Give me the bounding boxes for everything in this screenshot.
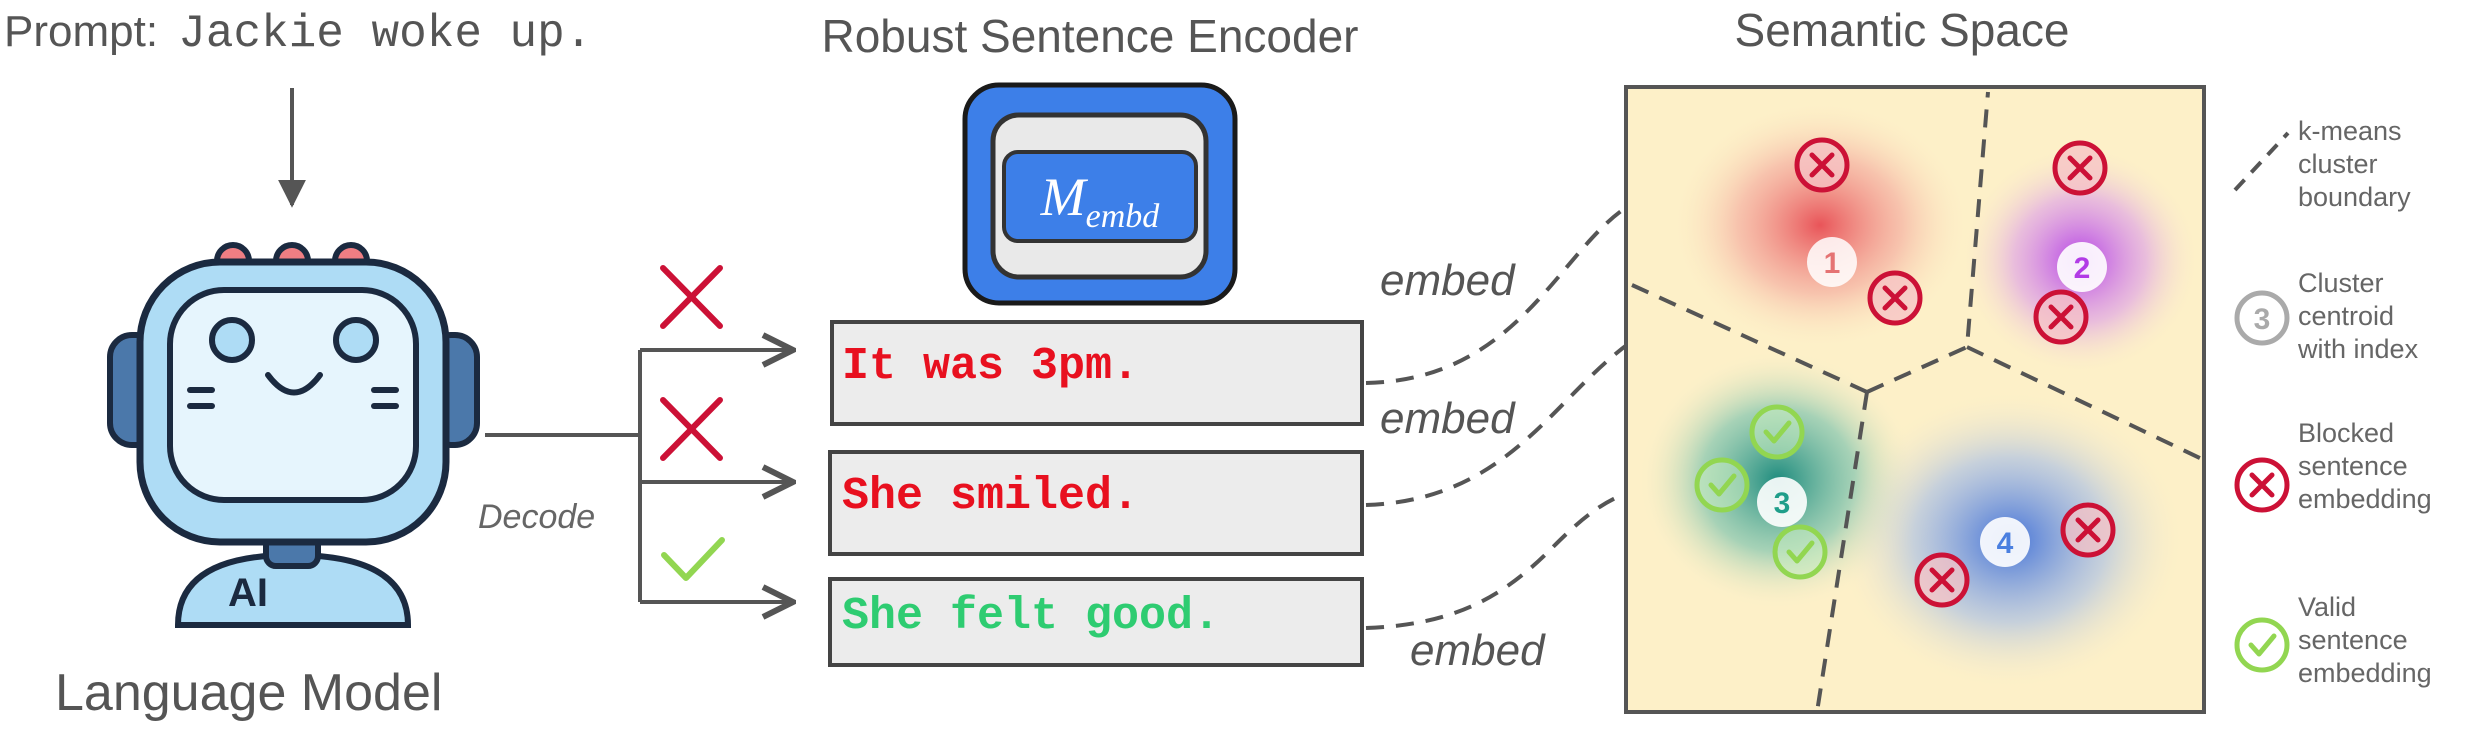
embed-label: embed <box>1380 256 1516 305</box>
legend-text: sentence <box>2298 451 2408 481</box>
blocked-embedding-icon <box>2033 289 2089 345</box>
legend-text: k-means <box>2298 116 2402 146</box>
svg-text:3: 3 <box>2254 303 2271 336</box>
svg-text:k-means cluster bo: k-means cluster boundary <box>2298 116 2411 212</box>
encoder-title: Robust Sentence Encoder <box>821 10 1358 62</box>
cluster-boundaries <box>1631 91 2205 713</box>
sentence-box: She felt good. <box>828 577 1364 667</box>
blocked-embedding-icon <box>1914 552 1970 608</box>
robot-badge: AI <box>228 571 268 615</box>
legend: k-means cluster boundary 3 Cluster centr… <box>2233 116 2432 688</box>
cluster-centroid: 2 <box>2057 242 2107 292</box>
language-model-title: Language Model <box>55 664 442 722</box>
legend-text: sentence <box>2298 625 2408 655</box>
svg-text:2: 2 <box>2074 252 2091 285</box>
legend-text: Valid <box>2298 592 2356 622</box>
encoder-symbol: M <box>1040 167 1089 227</box>
sentence-text: She felt good. <box>842 591 1220 642</box>
svg-text:4: 4 <box>1997 527 2014 560</box>
blocked-embedding-icon <box>1794 137 1850 193</box>
legend-text: boundary <box>2298 182 2411 212</box>
legend-text: embedding <box>2298 484 2432 514</box>
svg-text:1: 1 <box>1824 247 1841 280</box>
prompt-text: Jackie woke up. <box>178 8 592 60</box>
embed-label: embed <box>1380 394 1516 443</box>
legend-text: Cluster <box>2298 268 2384 298</box>
sentence-text: It was 3pm. <box>842 341 1139 392</box>
cluster-centroid: 1 <box>1807 237 1857 287</box>
embed-label: embed <box>1410 626 1546 675</box>
encoder-subscript: embd <box>1086 198 1161 235</box>
sentence-box: It was 3pm. <box>830 320 1364 426</box>
legend-text: centroid <box>2298 301 2394 331</box>
cluster-centroid: 3 <box>1757 477 1807 527</box>
robot-icon: AI <box>107 242 480 628</box>
legend-text: embedding <box>2298 658 2432 688</box>
blocked-mark-icon <box>660 265 723 329</box>
blocked-embedding-icon <box>2060 502 2116 558</box>
dashed-line-icon <box>2233 131 2290 192</box>
valid-embedding-icon <box>1694 457 1750 513</box>
decode-branches <box>485 350 790 602</box>
blocked-mark-icon <box>660 397 723 461</box>
valid-embedding-icon <box>1749 404 1805 460</box>
sentence-box: She smiled. <box>828 450 1364 556</box>
semantic-space-title: Semantic Space <box>1735 4 2070 56</box>
prompt-label: Prompt: <box>4 7 158 56</box>
legend-text: Blocked <box>2298 418 2394 448</box>
valid-embedding-icon <box>2234 617 2290 673</box>
svg-text:3: 3 <box>1774 487 1791 520</box>
sentence-text: She smiled. <box>842 471 1139 522</box>
blocked-embedding-icon <box>1867 270 1923 326</box>
encoder-icon: Membd <box>962 82 1238 306</box>
svg-text:Blocked sentence e: Blocked sentence embedding <box>2298 418 2432 514</box>
cluster-centroid: 4 <box>1980 517 2030 567</box>
svg-text:Membd: Membd <box>1040 167 1161 235</box>
svg-text:Prompt: Jackie woke up.: Prompt: Jackie woke up. <box>4 7 592 60</box>
svg-text:Valid sentence emb: Valid sentence embedding <box>2298 592 2432 688</box>
blocked-embedding-icon <box>2234 457 2290 513</box>
cluster-region <box>1670 100 1970 350</box>
svg-text:Cluster centroid w: Cluster centroid with index <box>2297 268 2419 364</box>
decode-label: Decode <box>478 498 595 536</box>
legend-text: with index <box>2297 334 2419 364</box>
legend-text: cluster <box>2298 149 2378 179</box>
valid-mark-icon <box>661 537 725 581</box>
centroid-icon: 3 <box>2234 290 2290 346</box>
valid-embedding-icon <box>1772 524 1828 580</box>
blocked-embedding-icon <box>2052 140 2108 196</box>
